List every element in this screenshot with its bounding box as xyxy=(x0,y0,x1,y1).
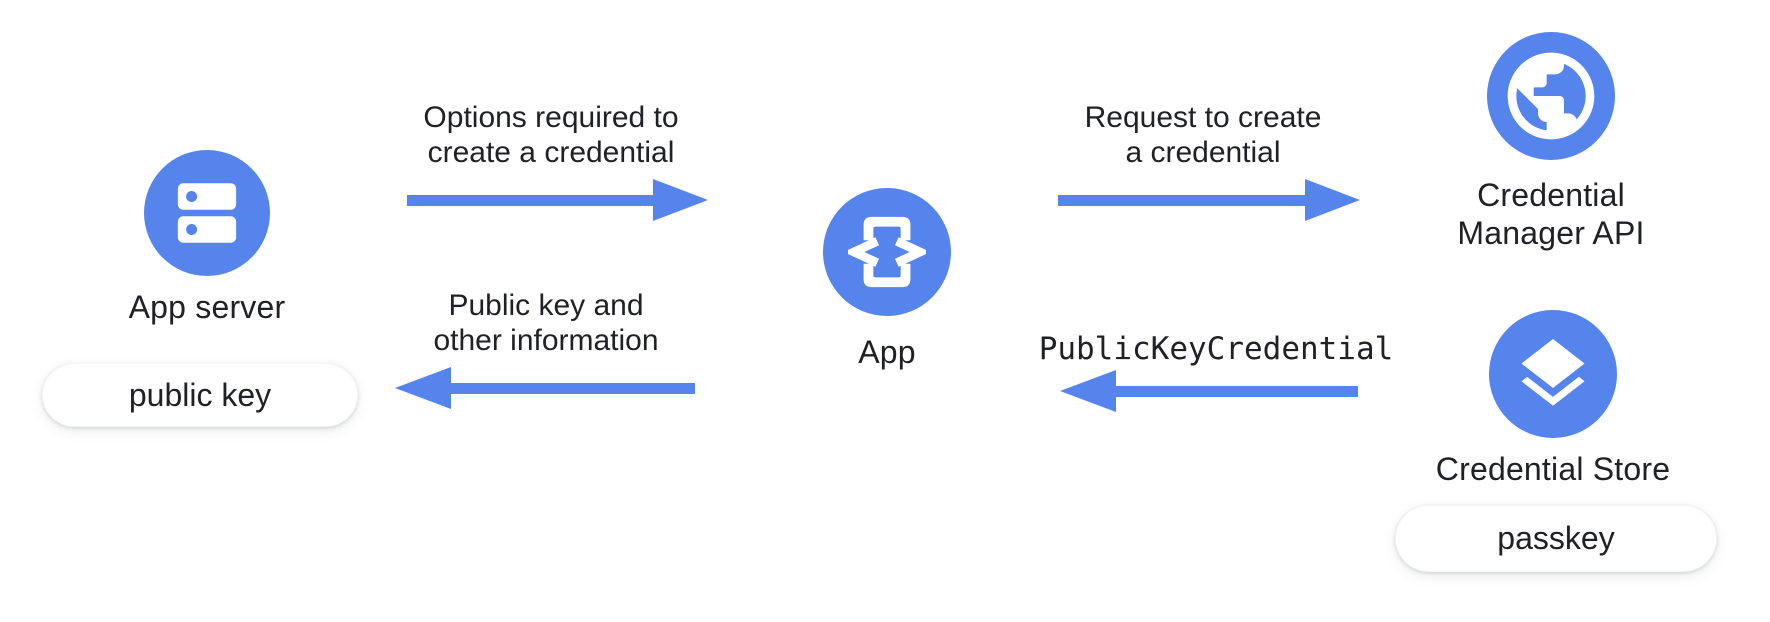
arrow-options-caption: Options required to create a credential xyxy=(301,100,801,170)
arrow-request-head xyxy=(1305,179,1360,221)
arrow-options-caption-line1: Options required to xyxy=(423,101,679,134)
app-server-node xyxy=(144,150,270,276)
arrow-options-caption-line2: create a credential xyxy=(427,136,675,169)
phone-code-icon xyxy=(848,216,926,288)
credential-store-label: Credential Store xyxy=(1435,451,1671,487)
arrow-public-key-info-head xyxy=(395,367,451,409)
credential-manager-label: Credential Manager API xyxy=(1401,176,1701,252)
globe-icon xyxy=(1507,52,1595,140)
arrow-request-shaft xyxy=(1058,195,1308,206)
arrow-public-key-credential-shaft xyxy=(1113,386,1358,397)
arrow-public-key-info-caption-line1: Public key and xyxy=(448,289,644,322)
server-icon xyxy=(177,183,237,243)
app-server-label: App server xyxy=(128,289,286,325)
public-key-pill-label: public key xyxy=(128,376,272,413)
arrow-request-caption-line1: Request to create xyxy=(1084,101,1322,134)
layers-icon xyxy=(1521,339,1585,406)
app-label: App xyxy=(858,334,916,370)
credential-manager-node xyxy=(1487,32,1615,160)
arrow-request-caption: Request to create a credential xyxy=(953,100,1453,170)
arrow-public-key-info-shaft xyxy=(448,383,695,394)
credential-manager-label-line1: Credential xyxy=(1477,177,1625,213)
arrow-options-head xyxy=(653,179,708,221)
arrow-options-shaft xyxy=(407,195,657,206)
passkey-pill-label: passkey xyxy=(1497,520,1615,556)
arrow-public-key-credential-caption: PublicKeyCredential xyxy=(1038,331,1394,367)
public-key-pill: public key xyxy=(42,363,358,427)
passkey-pill: passkey xyxy=(1395,505,1717,572)
arrow-public-key-info-caption: Public key and other information xyxy=(296,288,796,358)
credential-manager-label-line2: Manager API xyxy=(1457,215,1645,251)
arrow-public-key-info-caption-line2: other information xyxy=(433,324,659,357)
app-node xyxy=(823,188,951,316)
arrow-request-caption-line2: a credential xyxy=(1125,136,1281,169)
credential-store-node xyxy=(1489,310,1617,438)
arrow-public-key-credential-head xyxy=(1060,370,1116,412)
